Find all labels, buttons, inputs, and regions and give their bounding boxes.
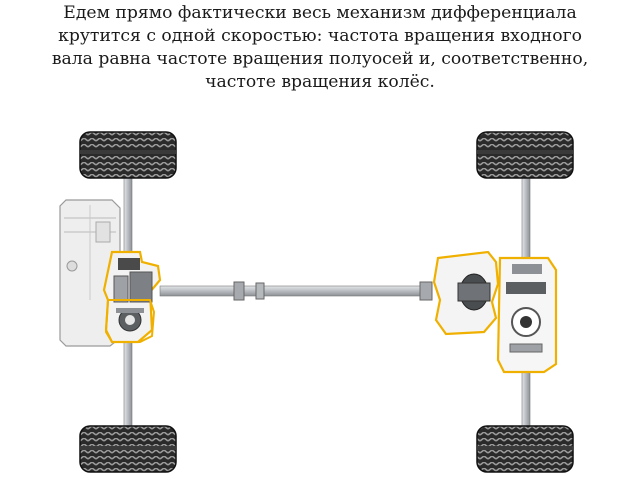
wheel-rear-left (476, 131, 574, 179)
caption-line-2: крутится с одной скоростью: частота вращ… (58, 26, 582, 46)
front-differential (104, 299, 156, 343)
wheel-rear-right (476, 425, 574, 473)
caption: Едем прямо фактически весь механизм дифф… (8, 2, 632, 94)
rear-differential (432, 250, 558, 374)
caption-line-1: Едем прямо фактически весь механизм дифф… (63, 3, 577, 23)
caption-line-3: вала равна частоте вращения полуосей и, … (51, 49, 589, 69)
wheel-front-right (79, 425, 177, 473)
driveshaft (159, 281, 433, 301)
caption-line-4: частоте вращения колёс. (205, 72, 435, 92)
engine-block (59, 199, 121, 347)
wheel-front-left (79, 131, 177, 179)
